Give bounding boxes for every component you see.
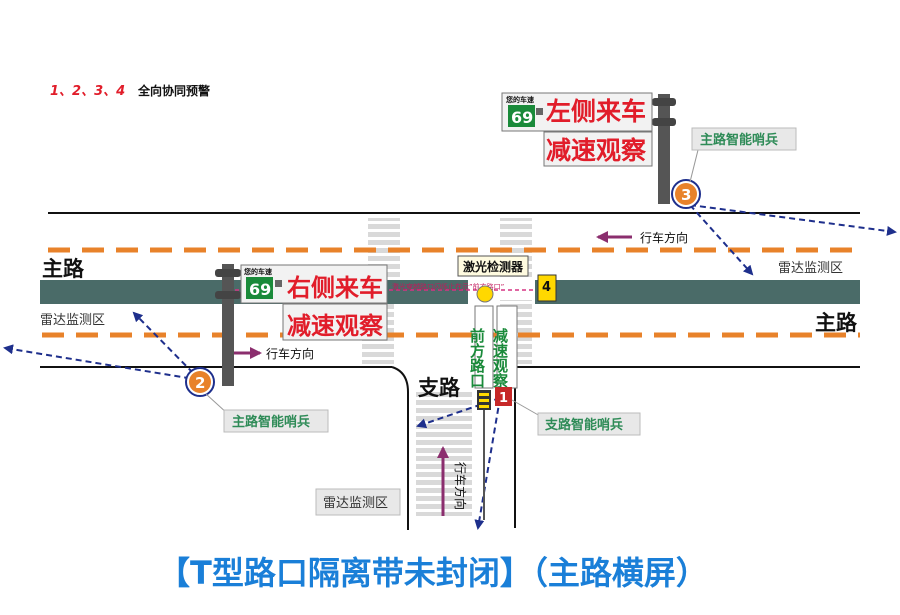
laser-post-4 <box>537 274 557 302</box>
marker-2 <box>185 367 215 397</box>
sign-left-coming <box>501 92 653 167</box>
pole-sentinel-2 <box>215 264 241 386</box>
branch-sign-col2: 减速观察 <box>491 327 509 389</box>
radar-zone-bottom-label: 雷达监测区 <box>323 496 388 511</box>
sentinel-1-label: 支路智能哨兵 <box>544 417 623 433</box>
note-text: 全向协同预警 <box>137 83 210 98</box>
leader-1 <box>511 399 541 417</box>
pole-sentinel-3 <box>652 94 676 204</box>
sign-right-coming <box>240 264 388 341</box>
marker-3-number: 3 <box>681 186 691 204</box>
branch-sign-col1: 前方路口 <box>468 327 486 388</box>
radar-line-3-b <box>689 204 754 276</box>
laser-post-number: 4 <box>542 280 551 295</box>
sign-left-line1: 左侧来车 <box>546 97 646 126</box>
sign-right-speed-label: 您的车速 <box>244 267 272 276</box>
marker-1 <box>495 387 512 406</box>
laser-label-box <box>457 255 529 277</box>
radar-line-2-b <box>132 311 201 381</box>
main-road-label-left: 主路 <box>42 257 85 281</box>
marker-2-number: 2 <box>195 374 205 392</box>
sentinel-1-box <box>537 412 641 436</box>
sign-right-line2: 减速观察 <box>287 312 384 340</box>
sign-right-speed: 69 <box>249 280 271 299</box>
sign-right-line1: 右侧来车 <box>287 274 383 302</box>
branch-road-label: 支路 <box>418 376 461 400</box>
main-road-label-right: 主路 <box>815 311 858 335</box>
branch-sign <box>474 305 518 520</box>
note-numbers: 1、2、3、4 <box>50 84 125 99</box>
radar-line-3-a <box>689 204 897 236</box>
radar-zone-bottom-box <box>315 488 401 516</box>
page-title: 【T型路口隔离带未封闭】（主路横屏） <box>158 554 708 592</box>
laser-label: 激光检测器 <box>463 259 524 274</box>
branch-road-left-edge <box>391 366 409 530</box>
sentinel-2-label: 主路智能哨兵 <box>232 414 310 430</box>
laser-emitter <box>476 285 494 303</box>
direction-label-branch: 行车方向 <box>453 462 468 510</box>
radar-line-1-a <box>474 397 501 530</box>
radar-zone-left-label: 雷达监测区 <box>40 313 105 328</box>
sign-left-line2: 减速观察 <box>546 136 647 165</box>
direction-label-lower: 行车方向 <box>266 346 314 361</box>
radar-line-2-a <box>3 344 201 381</box>
median-right <box>535 280 860 304</box>
marker-3 <box>671 179 701 209</box>
sentinel-2-box <box>223 409 329 433</box>
leader-3 <box>689 149 699 183</box>
laser-beam-text: 激光穿越路口闪烁止在示”前方路口” <box>392 282 504 291</box>
radar-zone-right-label: 雷达监测区 <box>778 261 843 276</box>
marker-1-number: 1 <box>499 391 508 406</box>
sign-left-speed-label: 您的车速 <box>506 95 534 104</box>
sign-left-speed: 69 <box>511 108 533 127</box>
sentinel-3-box <box>691 127 797 151</box>
direction-label-upper: 行车方向 <box>640 230 688 245</box>
sentinel-3-label: 主路智能哨兵 <box>700 132 778 148</box>
